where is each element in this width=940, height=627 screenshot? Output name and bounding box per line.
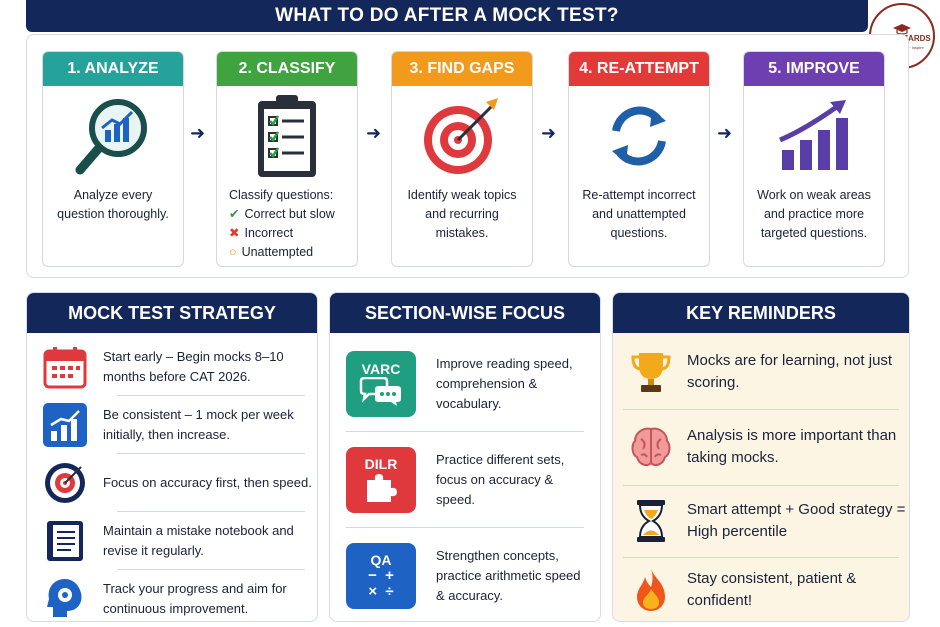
section-tile-qa: QA − + × ÷ (346, 543, 416, 609)
head-gears-icon (47, 579, 82, 617)
strategy-title: MOCK TEST STRATEGY (27, 293, 317, 333)
growth-chart-icon (779, 100, 848, 170)
divider (117, 569, 305, 570)
strategy-item-text: Maintain a mistake notebook and revise i… (103, 523, 294, 558)
notebook-icon (47, 521, 83, 561)
step-analyze-desc: Analyze every question thoroughly. (57, 188, 169, 221)
divider (346, 431, 584, 432)
strategy-item: Track your progress and aim for continuo… (27, 573, 317, 621)
arrow-right-icon: ➜ (717, 123, 733, 143)
circle-icon: ○ (229, 245, 237, 259)
reminders-title: KEY REMINDERS (613, 293, 909, 333)
check-icon: ✔ (229, 207, 240, 221)
classify-item: ○ Unattempted (229, 243, 357, 262)
chat-bubbles-icon (359, 377, 401, 406)
step-find-gaps-header: 3. FIND GAPS (392, 52, 532, 86)
divider (623, 557, 899, 558)
step-improve-header: 5. IMPROVE (744, 52, 884, 86)
reminder-text: Stay consistent, patient & confident! (687, 570, 857, 609)
strategy-item-text: Focus on accuracy first, then speed. (103, 475, 312, 490)
arrow-right-icon: ➜ (541, 123, 557, 143)
magnifier-chart-icon (75, 99, 147, 175)
classify-item-label: Incorrect (244, 226, 294, 240)
section-tag: QA (370, 552, 392, 568)
divider (117, 395, 305, 396)
steps-panel: 1. ANALYZE Analyze every question thorou… (26, 34, 909, 278)
section-focus-panel: SECTION-WISE FOCUS VARC Improve reading … (329, 292, 601, 622)
step-classify: 2. CLASSIFY Classify questions: ✔ Correct… (216, 51, 358, 267)
calendar-icon (43, 347, 87, 389)
step-re-attempt: 4. RE-ATTEMPT Re-attempt incorrect and u… (568, 51, 710, 267)
hourglass-icon (637, 500, 665, 542)
refresh-icon (612, 106, 666, 166)
strategy-item-text: Start early – Begin mocks 8–10 months be… (103, 349, 284, 384)
step-analyze: 1. ANALYZE Analyze every question thorou… (42, 51, 184, 267)
section-item: VARC Improve reading speed, comprehensio… (330, 343, 600, 425)
section-tile-dilr: DILR (346, 447, 416, 513)
clipboard-checklist-icon (258, 95, 316, 177)
strategy-item: Start early – Begin mocks 8–10 months be… (27, 341, 317, 393)
fire-icon (637, 569, 665, 611)
divider (117, 511, 305, 512)
step-classify-intro: Classify questions: (229, 188, 334, 202)
step-re-attempt-header: 4. RE-ATTEMPT (569, 52, 709, 86)
step-re-attempt-desc: Re-attempt incorrect and unattempted que… (582, 188, 696, 240)
graduation-cap-icon (893, 23, 911, 35)
target-icon (45, 463, 85, 503)
strategy-item: Be consistent – 1 mock per week initiall… (27, 399, 317, 451)
puzzle-icon (367, 474, 397, 502)
divider (623, 409, 899, 410)
strategy-item-text: Track your progress and aim for continuo… (103, 581, 287, 616)
reminder-text: Analysis is more important than taking m… (687, 427, 897, 466)
reminder-item: Stay consistent, patient & confident! (613, 557, 909, 621)
step-find-gaps: 3. FIND GAPS Identify weak topics and re… (391, 51, 533, 267)
divider (623, 485, 899, 486)
classify-item-label: Unattempted (241, 245, 314, 259)
trophy-icon (631, 353, 671, 392)
section-tag: DILR (364, 456, 398, 472)
strategy-item: Focus on accuracy first, then speed. (27, 457, 317, 509)
strategy-item: Maintain a mistake notebook and revise i… (27, 515, 317, 567)
reminder-text: Smart attempt + Good strategy = High per… (687, 501, 906, 540)
divider (346, 527, 584, 528)
section-item: DILR Practice different sets, focus on a… (330, 439, 600, 521)
step-find-gaps-desc: Identify weak topics and recurring mista… (407, 188, 517, 240)
step-improve: 5. IMPROVE Work on weak areas and practi… (743, 51, 885, 267)
section-tag: VARC (361, 361, 401, 377)
classify-item: ✖ Incorrect (229, 224, 357, 243)
reminder-text: Mocks are for learning, not just scoring… (687, 352, 893, 391)
arrow-right-icon: ➜ (190, 123, 206, 143)
section-item-text: Practice different sets, focus on accura… (436, 452, 565, 507)
section-focus-title: SECTION-WISE FOCUS (330, 293, 600, 333)
section-tile-varc: VARC (346, 351, 416, 417)
strategy-panel: MOCK TEST STRATEGY Start early – Begin m… (26, 292, 318, 622)
cross-icon: ✖ (229, 226, 240, 240)
reminder-item: Mocks are for learning, not just scoring… (613, 337, 909, 407)
classify-item-label: Correct but slow (244, 207, 335, 221)
reminder-item: Analysis is more important than taking m… (613, 411, 909, 483)
section-item: QA − + × ÷ Strengthen concepts, practice… (330, 535, 600, 617)
math-ops-icon: − + × ÷ (368, 567, 394, 600)
brain-icon (631, 427, 671, 466)
reminder-item: Smart attempt + Good strategy = High per… (613, 485, 909, 557)
section-item-text: Strengthen concepts, practice arithmetic… (436, 548, 581, 603)
divider (117, 453, 305, 454)
bar-chart-icon (43, 403, 87, 447)
section-item-text: Improve reading speed, comprehension & v… (436, 356, 573, 411)
step-analyze-header: 1. ANALYZE (43, 52, 183, 86)
strategy-item-text: Be consistent – 1 mock per week initiall… (103, 407, 294, 442)
target-icon (424, 98, 498, 174)
page-title-bar: WHAT TO DO AFTER A MOCK TEST? (26, 0, 868, 32)
step-classify-header: 2. CLASSIFY (217, 52, 357, 86)
classify-item: ✔ Correct but slow (229, 205, 357, 224)
step-improve-desc: Work on weak areas and practice more tar… (757, 188, 871, 240)
reminders-panel: KEY REMINDERS Mocks are for learning, no… (612, 292, 910, 622)
arrow-right-icon: ➜ (366, 123, 382, 143)
page-title: WHAT TO DO AFTER A MOCK TEST? (275, 5, 619, 26)
